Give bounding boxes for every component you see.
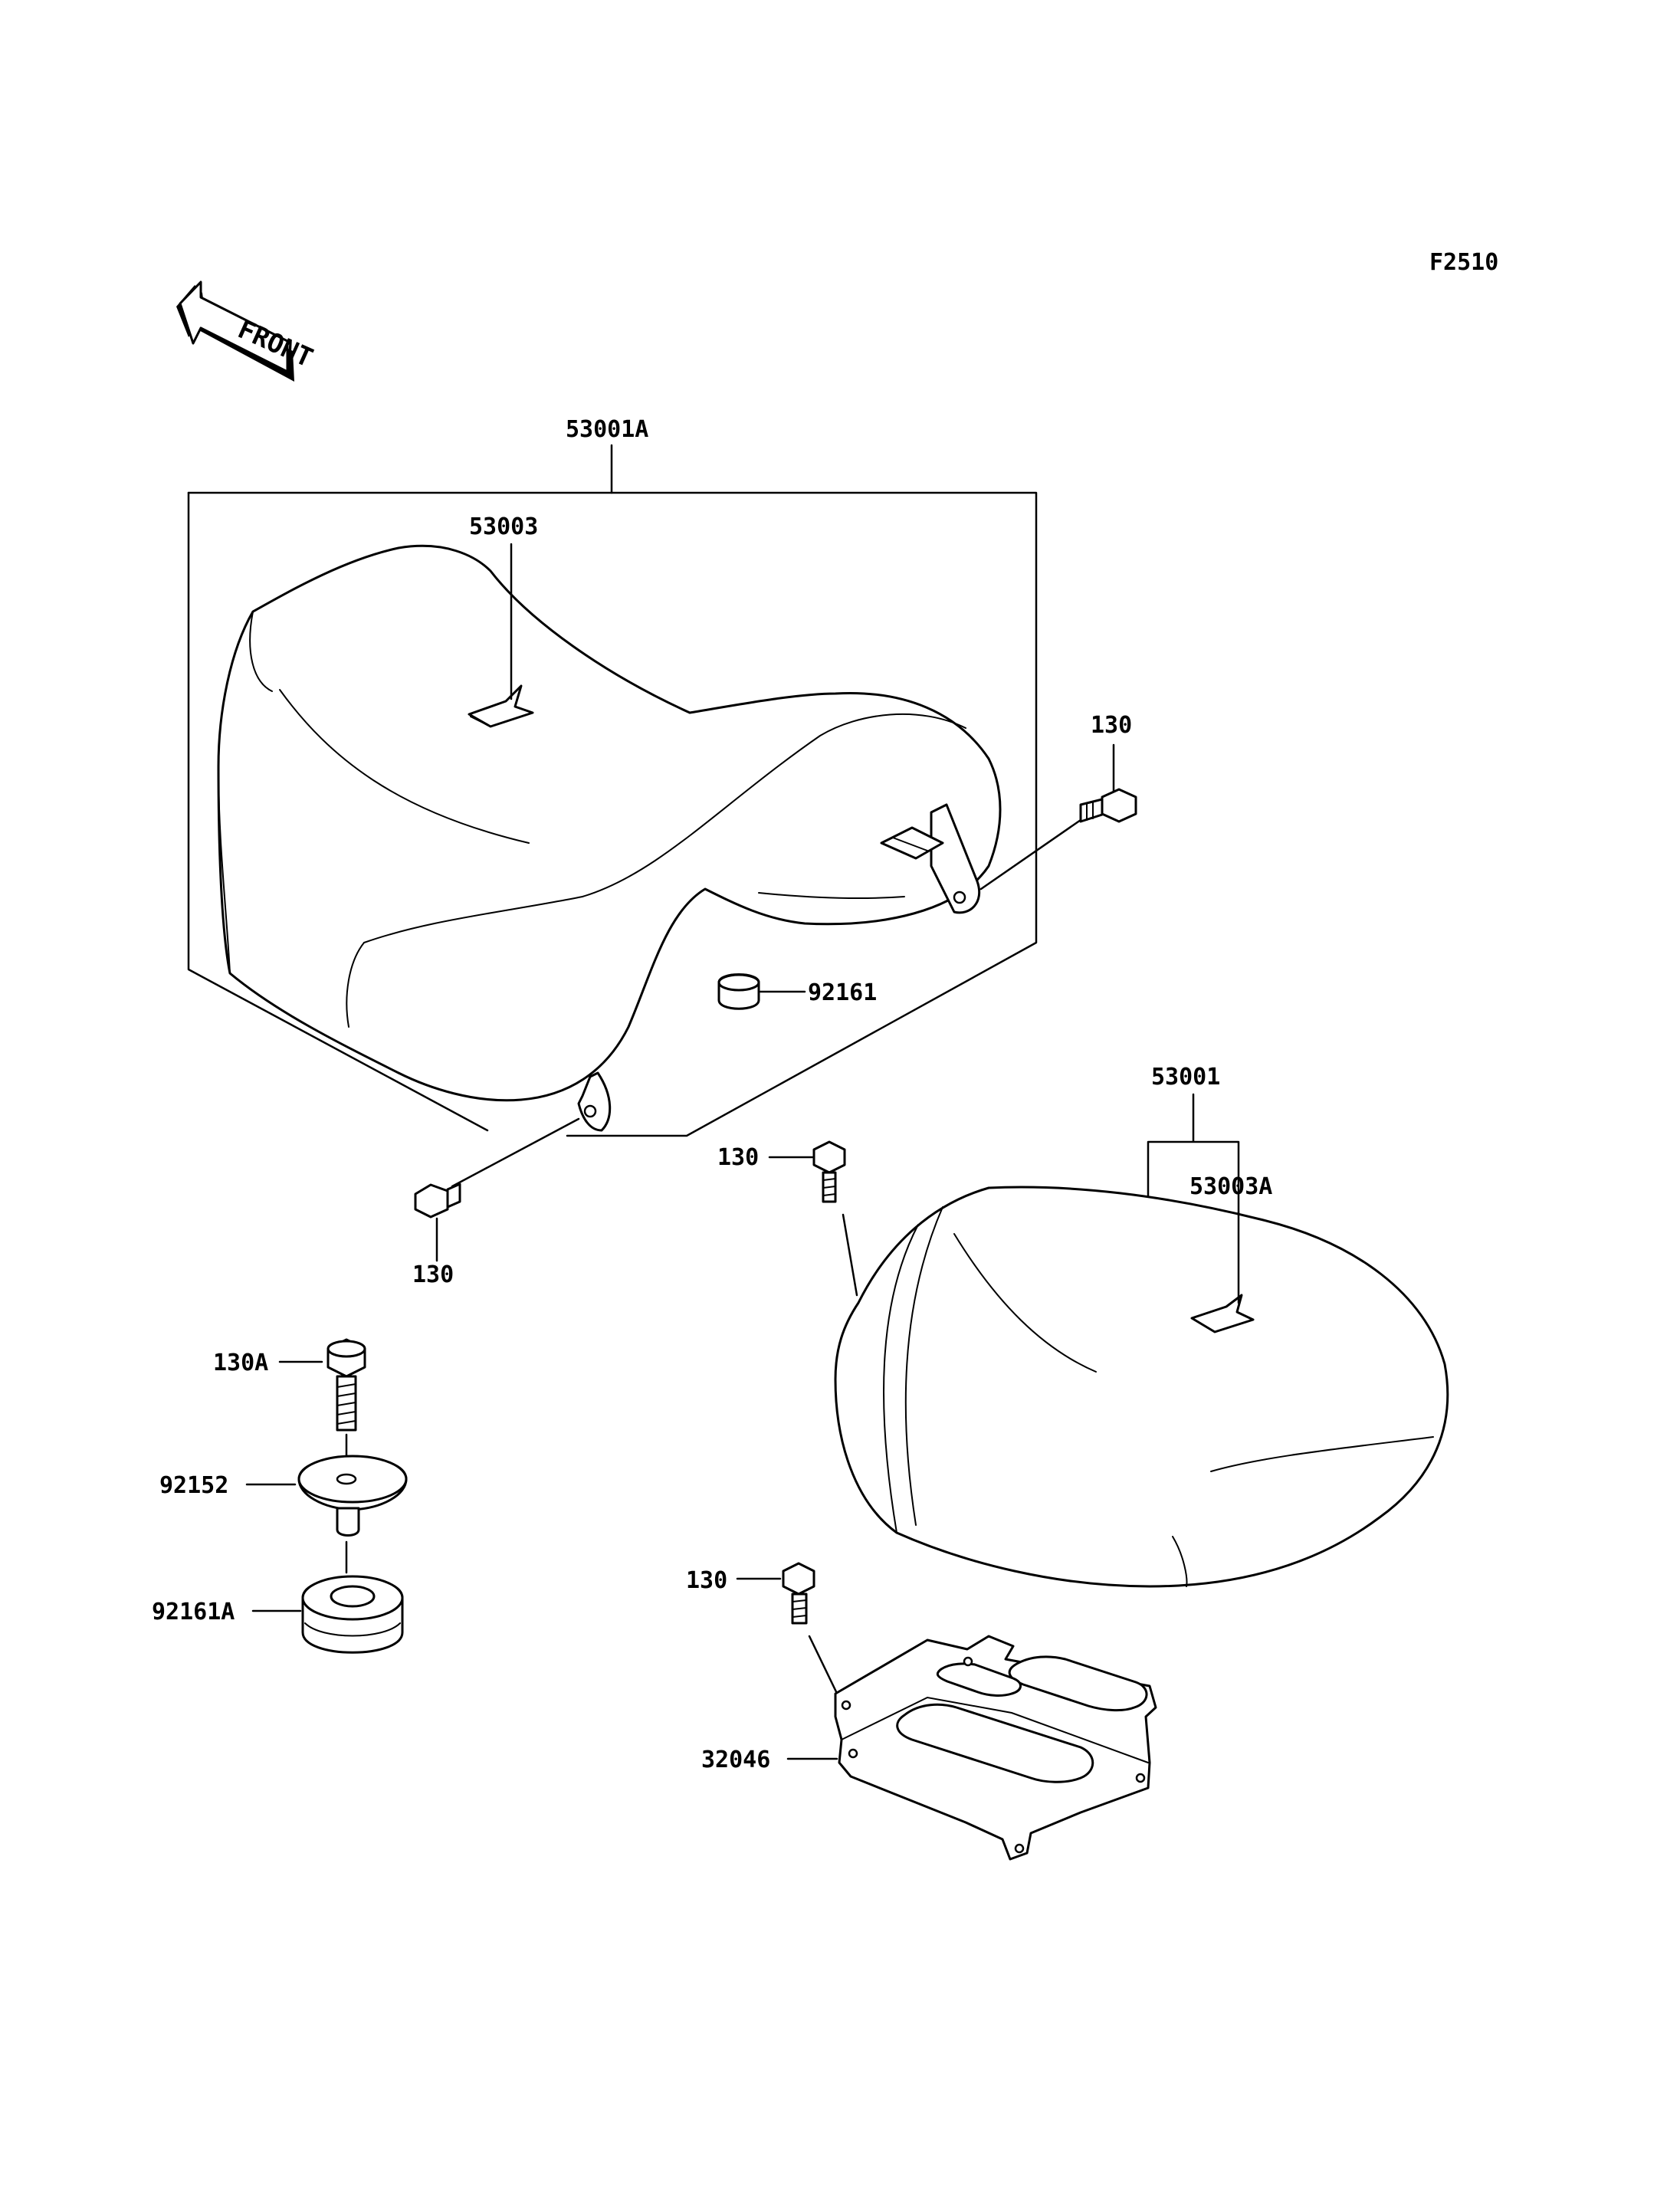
label-32046: 32046 bbox=[701, 1747, 770, 1773]
bolt-130-bracket bbox=[782, 1562, 815, 1625]
label-53001A: 53001A bbox=[566, 416, 648, 443]
label-53001: 53001 bbox=[1151, 1064, 1220, 1091]
bolt-130A bbox=[326, 1338, 366, 1432]
label-92152: 92152 bbox=[159, 1472, 228, 1499]
collar-92152 bbox=[297, 1455, 408, 1537]
bracket-53001 bbox=[1147, 1093, 1240, 1226]
front-arrow-icon: FRONT bbox=[176, 280, 317, 382]
leader-bolt-to-bracket bbox=[979, 818, 1082, 891]
label-53003: 53003 bbox=[469, 513, 538, 540]
bolt-130-right bbox=[1079, 788, 1137, 823]
label-53003A: 53003A bbox=[1189, 1173, 1272, 1200]
label-130-bracket: 130 bbox=[686, 1567, 727, 1594]
front-seat-bracket-outline bbox=[187, 444, 1038, 1137]
front-seat bbox=[217, 544, 1002, 1132]
label-130-left: 130 bbox=[412, 1261, 454, 1288]
bracket-32046 bbox=[834, 1635, 1157, 1861]
label-130-rear-seat: 130 bbox=[717, 1144, 759, 1171]
label-92161A: 92161A bbox=[152, 1599, 235, 1625]
damper-92161 bbox=[717, 973, 760, 1010]
figure-code: F2510 bbox=[1429, 249, 1498, 276]
label-92161: 92161 bbox=[808, 979, 877, 1006]
seat-cover-tag-53003A bbox=[1190, 1294, 1255, 1333]
bolt-130-rear-seat bbox=[812, 1140, 846, 1203]
seat-cover-tag-53003 bbox=[468, 684, 534, 728]
label-130-right: 130 bbox=[1091, 712, 1132, 739]
label-130A: 130A bbox=[213, 1350, 268, 1376]
damper-92161A bbox=[301, 1575, 404, 1654]
rear-seat bbox=[834, 1186, 1449, 1588]
leader-bolt-to-rear-seat bbox=[842, 1213, 858, 1297]
leader-bolt-to-tab bbox=[451, 1117, 580, 1188]
leader-bolt-to-bracket-plate bbox=[808, 1635, 843, 1704]
bolt-130-left bbox=[414, 1183, 461, 1219]
